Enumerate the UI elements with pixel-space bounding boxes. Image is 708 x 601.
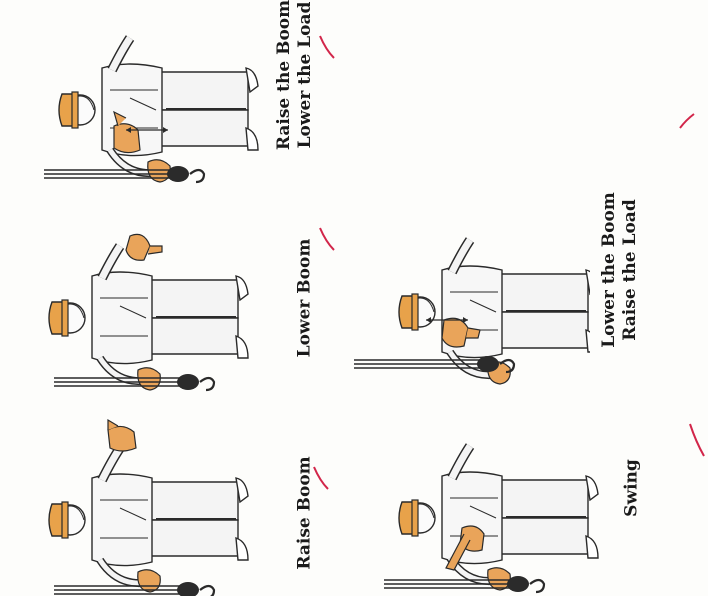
worker-figure-icon (350, 418, 600, 596)
signal-caption: Lower the Boom Raise the Load (599, 192, 641, 348)
signal-panel-lower-boom: Lower Boom (10, 218, 260, 396)
worker-figure-icon (10, 10, 260, 188)
signal-caption: Lower Boom (295, 239, 316, 358)
check-mark-icon (686, 420, 708, 460)
signal-caption: Swing (622, 459, 643, 517)
check-mark-icon (310, 463, 332, 493)
signal-panel-raise-boom-lower-load: Raise the Boom Lower the Load (10, 10, 260, 188)
signal-panel-lower-boom-raise-load: Lower the Boom Raise the Load (330, 210, 590, 398)
signal-panel-swing: Swing (350, 418, 600, 596)
worker-figure-icon (10, 418, 260, 596)
check-mark-icon (676, 110, 698, 132)
signal-caption: Raise the Boom Lower the Load (274, 0, 316, 150)
check-mark-icon (316, 32, 338, 62)
worker-figure-icon (330, 210, 590, 398)
worker-figure-icon (10, 218, 260, 396)
signal-panel-raise-boom: Raise Boom (10, 418, 260, 596)
